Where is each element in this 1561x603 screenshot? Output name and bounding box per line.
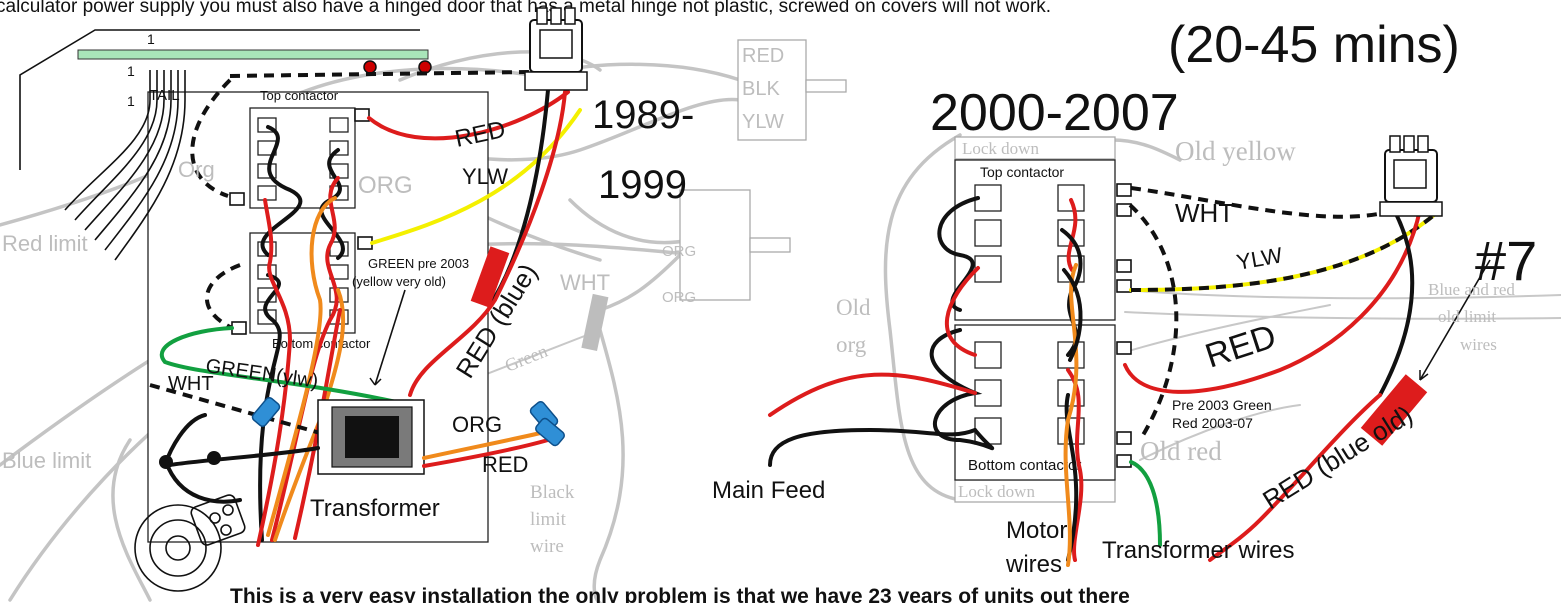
green-note-line1: GREEN pre 2003 bbox=[368, 256, 469, 271]
number-7-label: #7 bbox=[1475, 229, 1537, 292]
green-note-line2: (yellow very old) bbox=[352, 274, 446, 289]
switch-ylw-label: YLW bbox=[742, 111, 784, 133]
left-top-contactor-label: Top contactor bbox=[260, 88, 339, 103]
ylw-top-label: YLW bbox=[462, 164, 508, 189]
main-feed-label: Main Feed bbox=[712, 477, 825, 504]
right-bottom-contactor-label: Bottom contactor bbox=[968, 457, 1081, 474]
black-limit-line1: Black bbox=[530, 482, 575, 503]
org-gray-label: Org bbox=[178, 157, 215, 182]
green-gray-label: Green bbox=[502, 341, 550, 376]
motor-fan-icon bbox=[134, 494, 246, 592]
wht-right-label: WHT bbox=[1175, 198, 1234, 228]
old-org-line1: Old bbox=[836, 295, 871, 320]
ribbon-num-mid: 1 bbox=[127, 63, 135, 79]
old-yellow-label: Old yellow bbox=[1175, 136, 1296, 166]
distributor-plug-icon-left bbox=[524, 7, 588, 91]
transformer-wires-label: Transformer wires bbox=[1102, 537, 1294, 564]
ylw-right-label: YLW bbox=[1235, 242, 1285, 275]
tail-label: TAIL bbox=[149, 87, 180, 104]
ribbon-num-top: 1 bbox=[147, 31, 155, 47]
old-red-label: Old red bbox=[1140, 436, 1222, 466]
black-limit-line2: limit bbox=[530, 509, 567, 530]
red-blue-old-label: RED (blue old) bbox=[1257, 399, 1418, 515]
switch-blk-label: BLK bbox=[742, 78, 780, 100]
wht-gray-label: WHT bbox=[560, 270, 610, 295]
blue-red-limit-line2: old limit bbox=[1438, 307, 1496, 326]
wht-black-label: WHT bbox=[168, 373, 214, 395]
footer-text: This is a very easy installation the onl… bbox=[230, 585, 1130, 603]
pre-2003-line2: Red 2003-07 bbox=[1172, 415, 1253, 431]
ribbon-cable bbox=[64, 70, 186, 261]
pre-2003-line1: Pre 2003 Green bbox=[1172, 397, 1272, 413]
year-2000-2007-label: 2000-2007 bbox=[930, 84, 1179, 142]
year-1999-label: 1999 bbox=[598, 163, 687, 207]
red-limit-label: Red limit bbox=[2, 231, 88, 256]
left-diagram-1989-1999: 1 1 1 TAIL Top contactor Bottom contacto… bbox=[0, 7, 847, 603]
lock-down-bottom-label: Lock down bbox=[958, 482, 1035, 501]
red-right-label: RED bbox=[1201, 317, 1281, 375]
org-gray-label-2: ORG bbox=[358, 172, 413, 199]
transformer-label: Transformer bbox=[310, 495, 440, 522]
red-black-label: RED bbox=[482, 452, 528, 477]
wire-nut-connector-2 bbox=[251, 397, 281, 427]
blue-limit-label: Blue limit bbox=[2, 448, 91, 473]
time-label: (20-45 mins) bbox=[1168, 16, 1460, 74]
switch-red-label: RED bbox=[742, 45, 784, 67]
org-black-label: ORG bbox=[452, 412, 502, 437]
switch-org2-label: ORG bbox=[662, 289, 696, 306]
right-diagram-2000-2007: Lock down Lock down Top contactor Bottom… bbox=[712, 84, 1561, 578]
ribbon-num-low: 1 bbox=[127, 93, 135, 109]
lock-down-top-label: Lock down bbox=[962, 139, 1039, 158]
switch-org1-label: ORG bbox=[662, 243, 696, 260]
old-org-line2: org bbox=[836, 332, 867, 357]
black-limit-line3: wire bbox=[530, 536, 564, 557]
header-text: calculator power supply you must also ha… bbox=[0, 0, 1051, 17]
year-1989-label: 1989- bbox=[592, 93, 694, 137]
blue-red-limit-line3: wires bbox=[1460, 335, 1497, 354]
blue-red-limit-line1: Blue and red bbox=[1428, 280, 1515, 299]
wire-nut-connector-1 bbox=[529, 401, 565, 447]
switch-block bbox=[679, 39, 847, 301]
motor-wires-line1: Motor bbox=[1006, 517, 1067, 544]
motor-wires-line2: wires bbox=[1005, 551, 1062, 578]
right-top-contactor-label: Top contactor bbox=[980, 164, 1064, 180]
distributor-plug-icon-right bbox=[1379, 135, 1443, 217]
